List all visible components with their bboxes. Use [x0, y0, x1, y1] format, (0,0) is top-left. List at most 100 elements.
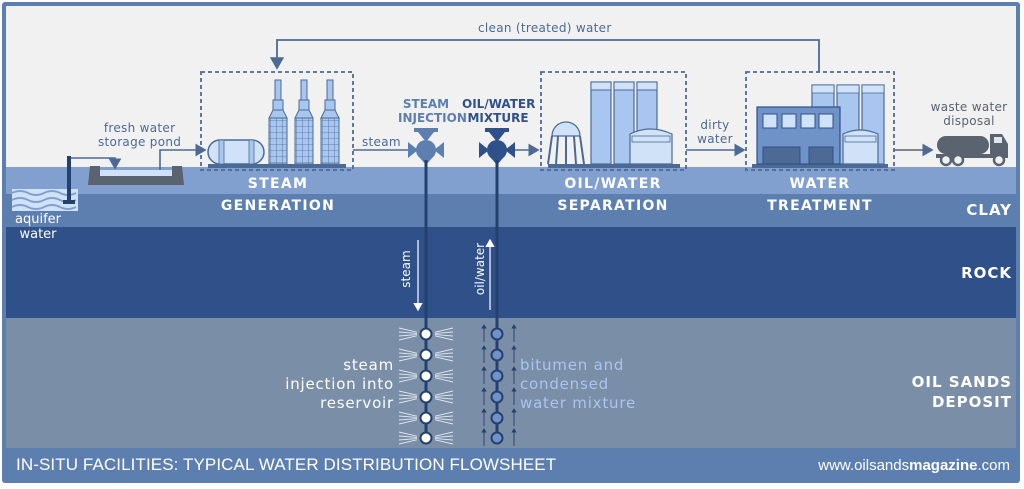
steam-generation-unit: [200, 71, 354, 171]
steam-ray: [398, 352, 418, 355]
steam-generation-line1: STEAM: [247, 176, 309, 192]
oil-sands-deposit-label: OIL SANDS DEPOSIT: [912, 372, 1012, 412]
steam-ray: [398, 348, 418, 354]
steam-ray: [434, 335, 454, 341]
aquifer-label-line2: water: [19, 227, 57, 242]
steam-ray: [398, 419, 418, 425]
dirty-water-label: dirty water: [692, 118, 738, 146]
steam-ray: [434, 418, 454, 421]
steam-ray: [398, 355, 418, 358]
dirty-water-line1: dirty: [700, 118, 730, 132]
steam-ray: [434, 431, 454, 437]
water-treatment-unit: [745, 71, 895, 171]
treatment-line2: TREATMENT: [767, 198, 873, 214]
steam-ray: [398, 335, 418, 341]
clean-water-recycle-line: [269, 39, 820, 72]
steam-ray: [434, 376, 454, 379]
website-link[interactable]: www.oilsandsmagazine.com: [818, 457, 1010, 474]
diagram-title: IN-SITU FACILITIES: TYPICAL WATER DISTRI…: [16, 455, 557, 474]
bitumen-line1: bitumen and: [520, 356, 625, 374]
waste-water-line2: disposal: [943, 114, 995, 128]
injector-port: [419, 411, 433, 425]
steam-down-label: steam: [399, 250, 413, 288]
steam-ray: [398, 435, 418, 438]
steam-ray: [434, 398, 454, 404]
oil-sands-line1: OIL SANDS: [911, 373, 1012, 391]
injector-port: [419, 327, 433, 341]
steam-ray: [398, 331, 418, 334]
producer-port: [490, 411, 504, 425]
injector-port: [419, 390, 433, 404]
steam-ray: [434, 397, 454, 400]
fresh-water-storage-pond: [88, 143, 207, 185]
steam-flow-label: steam: [362, 135, 401, 149]
steam-ray: [398, 377, 418, 383]
waste-water-disposal-label: waste water disposal: [929, 100, 1009, 128]
oil-water-valve-icon: [479, 128, 540, 165]
rock-layer: [6, 227, 1016, 318]
fresh-water-label-line1: fresh water: [103, 121, 176, 135]
steam-ray: [398, 334, 418, 337]
rock-label: ROCK: [961, 264, 1012, 282]
oil-water-up-label: oil/water: [473, 242, 487, 296]
steam-injection-line1: STEAM: [402, 97, 450, 111]
steam-ray: [434, 334, 454, 337]
aquifer-well-pipe: [63, 156, 122, 204]
injector-port: [419, 369, 433, 383]
steam-ray: [434, 327, 454, 333]
steam-ray: [434, 331, 454, 334]
bitumen-line3: water mixture: [520, 394, 637, 412]
bitumen-line2: condensed: [520, 375, 609, 393]
reservoir-line1: steam: [343, 356, 394, 374]
fresh-water-pond-label: fresh water storage pond: [98, 121, 181, 149]
water-treatment-label: WATER TREATMENT: [760, 173, 880, 217]
steam-ray: [434, 419, 454, 425]
steam-ray: [398, 373, 418, 376]
steam-ray: [434, 394, 454, 397]
treatment-line1: WATER: [789, 176, 851, 192]
aquifer-water-label: aquifer water: [14, 212, 62, 242]
steam-ray: [434, 369, 454, 375]
steam-ray: [398, 418, 418, 421]
steam-ray: [434, 435, 454, 438]
clay-layer: [6, 194, 1016, 227]
oil-water-separation-unit: [540, 71, 687, 171]
reservoir-line2: injection into: [285, 375, 394, 393]
producer-port: [490, 327, 504, 341]
steam-generation-line2: GENERATION: [220, 198, 336, 214]
url-suffix: .com: [977, 457, 1010, 474]
separation-line2: SEPARATION: [557, 198, 669, 214]
steam-ray: [434, 439, 454, 445]
steam-ray: [398, 398, 418, 404]
steam-ray: [434, 415, 454, 418]
dirty-water-line2: water: [697, 132, 733, 146]
oil-water-mixture-line2: MIXTURE: [467, 111, 529, 125]
waste-water-line1: waste water: [930, 100, 1008, 114]
steam-ray: [434, 348, 454, 354]
url-bold: magazine: [909, 457, 978, 474]
steam-ray: [434, 356, 454, 362]
producer-ports: [481, 324, 517, 446]
bitumen-mixture-label: bitumen and condensed water mixture: [520, 356, 636, 413]
steam-ray: [398, 439, 418, 445]
clay-label: CLAY: [966, 201, 1012, 219]
tanker-truck-icon: [936, 134, 1008, 167]
steam-ray: [434, 438, 454, 441]
footer-bar: [6, 448, 1016, 480]
steam-ray: [434, 352, 454, 355]
steam-ray: [434, 373, 454, 376]
steam-ray: [398, 390, 418, 396]
oil-sands-layer: [6, 318, 1016, 448]
aquifer-label-line1: aquifer: [15, 212, 61, 227]
steam-ray: [398, 397, 418, 400]
steam-injection-label: STEAM INJECTION: [398, 97, 467, 125]
oil-water-separation-label: OIL/WATER SEPARATION: [548, 173, 678, 217]
clean-water-label: clean (treated) water: [478, 21, 612, 35]
steam-ray: [434, 377, 454, 383]
steam-injection-line2: INJECTION: [398, 111, 467, 125]
steam-ray: [434, 390, 454, 396]
producer-port: [490, 348, 504, 362]
injector-port: [419, 431, 433, 445]
steam-ray: [398, 327, 418, 333]
